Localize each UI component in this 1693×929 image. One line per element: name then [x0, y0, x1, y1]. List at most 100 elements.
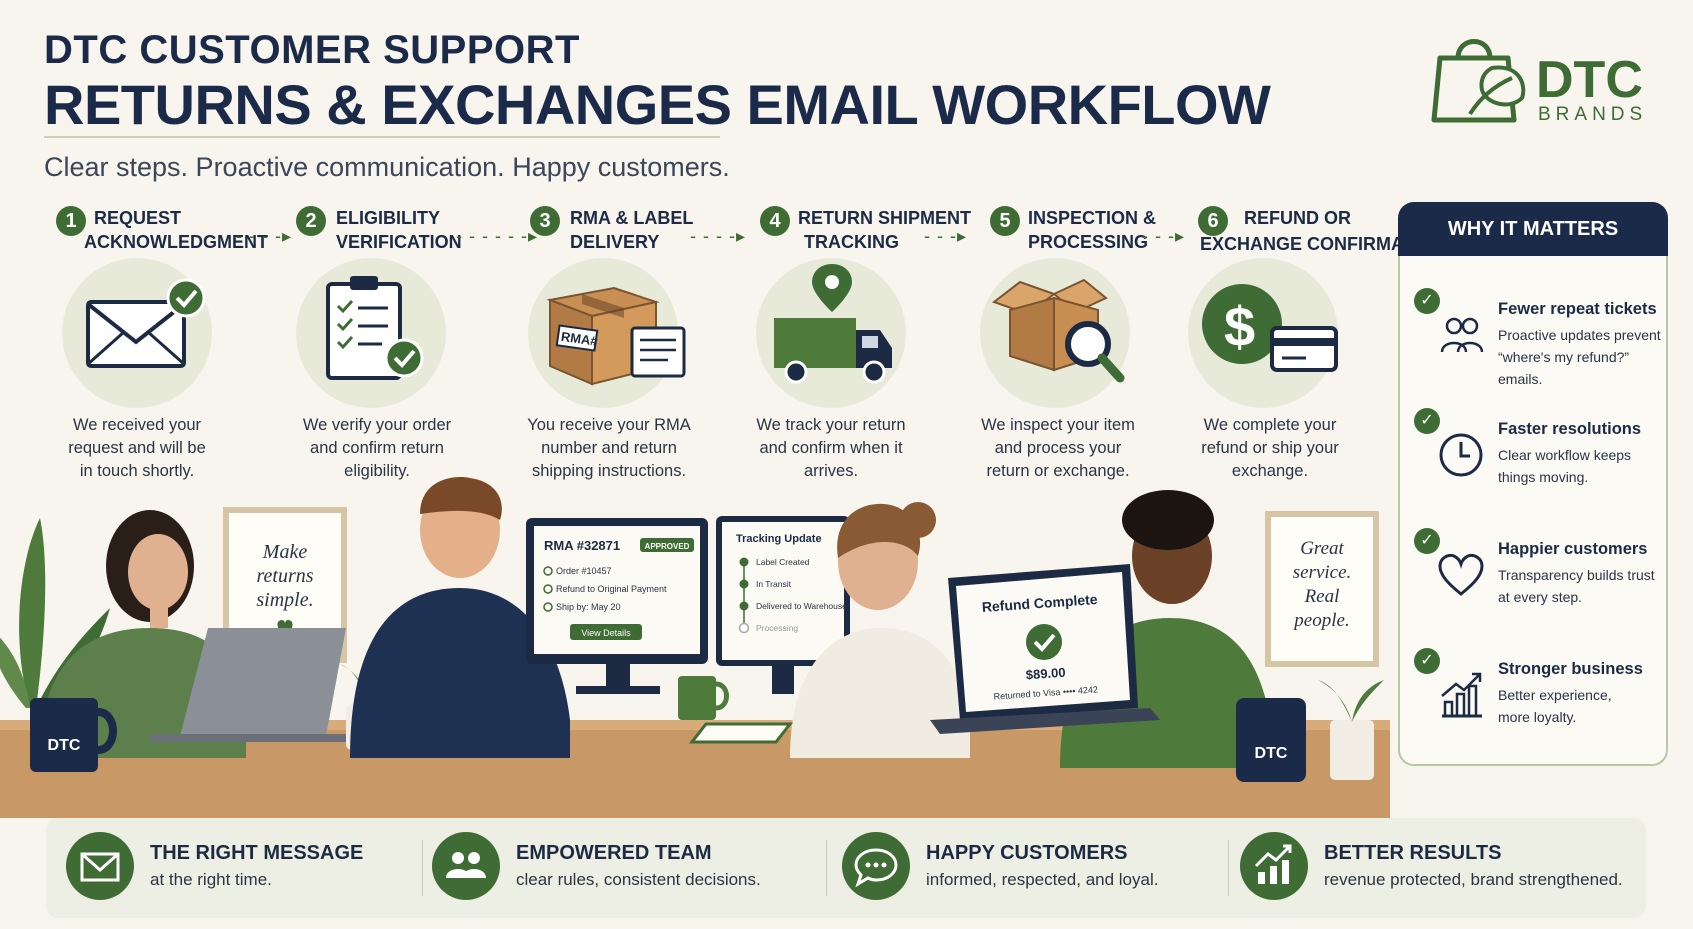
- summary-title: HAPPY CUSTOMERS: [926, 842, 1128, 864]
- check-icon: ✓: [1414, 528, 1440, 554]
- why-item-desc: Transparency builds trust at every step.: [1498, 564, 1668, 608]
- summary-desc: clear rules, consistent decisions.: [516, 870, 761, 889]
- summary-title: EMPOWERED TEAM: [516, 842, 712, 864]
- step-4-description: We track your return and confirm when it…: [731, 414, 931, 483]
- monitor-tracking: Tracking Update Label Created In Transit…: [716, 516, 850, 694]
- flow-arrow: - - - -▸: [690, 226, 747, 246]
- step-6-header: 6 REFUND OR EXCHANGE CONFIRMATION: [1198, 204, 1446, 260]
- step-3-header: 3 RMA & LABEL DELIVERY: [530, 204, 693, 260]
- tracking-step: Delivered to Warehouse: [756, 601, 847, 611]
- bottom-summary-strip: THE RIGHT MESSAGE at the right time. EMP…: [46, 818, 1646, 918]
- step-title-line1: REFUND OR: [1244, 208, 1351, 228]
- why-item-stronger-business: ✓ Stronger business Better experience, m…: [1414, 648, 1664, 738]
- why-item-desc: Clear workflow keeps things moving.: [1498, 444, 1668, 488]
- box-magnifier-icon: [991, 278, 1125, 383]
- desc-line: Proactive updates prevent: [1498, 327, 1661, 343]
- dollar-card-icon: $: [1202, 284, 1338, 372]
- office-scene-illustration: Make returns simple. Great service. Real…: [0, 477, 1390, 818]
- poster-text-line: people.: [1292, 610, 1349, 631]
- step-title-line2: VERIFICATION: [336, 232, 462, 252]
- rma-order-line: Order #10457: [556, 566, 612, 576]
- desc-line: things moving.: [1498, 469, 1589, 485]
- why-panel-title: WHY IT MATTERS: [1398, 202, 1668, 256]
- step-5-description: We inspect your item and process your re…: [958, 414, 1158, 483]
- svg-text:$: $: [1224, 295, 1255, 358]
- desc-line: We inspect your item: [981, 416, 1135, 434]
- step-title-line2: TRACKING: [804, 232, 899, 252]
- clipboard-check-icon: [326, 276, 424, 380]
- desc-line: We complete your: [1203, 416, 1337, 434]
- plant-right: [1318, 680, 1384, 780]
- desc-line: number and return: [541, 439, 677, 457]
- step-5-header: 5 INSPECTION & PROCESSING: [990, 204, 1156, 260]
- flow-arrow: - - -▸: [1142, 226, 1186, 246]
- step-6-icon-circle: $: [1188, 258, 1338, 408]
- step-1-description: We received your request and will be in …: [37, 414, 237, 483]
- chat-bubble-icon: [842, 832, 910, 900]
- summary-desc: informed, respected, and loyal.: [926, 870, 1159, 889]
- tracking-step: Label Created: [756, 557, 810, 567]
- step-title-line1: REQUEST: [94, 208, 182, 228]
- desc-line: We track your return: [756, 416, 906, 434]
- desc-line: We received your: [72, 416, 202, 434]
- clock-icon: [1439, 433, 1483, 477]
- mug-label: DTC: [48, 737, 81, 754]
- step-2-icon-circle: [296, 258, 446, 408]
- summary-better-results: BETTER RESULTS revenue protected, brand …: [1220, 818, 1640, 918]
- growth-chart-icon: [1441, 672, 1482, 718]
- why-item-title: Fewer repeat tickets: [1498, 300, 1657, 318]
- envelope-icon: [66, 832, 134, 900]
- monitor-rma: RMA #32871 APPROVED Order #10457 Refund …: [526, 518, 708, 694]
- divider: [1228, 840, 1229, 896]
- why-it-matters-panel: WHY IT MATTERS ✓ Fewer repeat tickets Pr…: [1398, 202, 1668, 766]
- desc-line: We verify your order: [302, 416, 452, 434]
- summary-right-message: THE RIGHT MESSAGE at the right time.: [46, 818, 406, 918]
- summary-title: BETTER RESULTS: [1324, 842, 1502, 864]
- desc-line: request and will be: [68, 439, 206, 457]
- step-2-description: We verify your order and confirm return …: [277, 414, 477, 483]
- step-title-line1: ELIGIBILITY: [336, 208, 441, 228]
- header-divider: [44, 136, 720, 138]
- check-icon: ✓: [1414, 288, 1440, 314]
- laptop: [180, 628, 346, 736]
- step-5-icon-circle: [980, 258, 1130, 408]
- step-3-description: You receive your RMA number and return s…: [509, 414, 709, 483]
- tracking-title: Tracking Update: [736, 533, 822, 545]
- check-icon: ✓: [1414, 648, 1440, 674]
- flow-arrow: - - - - - -▸: [456, 226, 539, 246]
- why-item-fewer-tickets: ✓ Fewer repeat tickets Proactive updates…: [1414, 288, 1664, 387]
- step-title-line2: EXCHANGE CONFIRMATION: [1200, 234, 1446, 254]
- tracking-step: In Transit: [756, 579, 792, 589]
- why-item-desc: Better experience, more loyalty.: [1498, 684, 1668, 728]
- step-title-line2: PROCESSING: [1028, 232, 1149, 252]
- summary-title: THE RIGHT MESSAGE: [150, 842, 364, 864]
- rma-refund-line: Refund to Original Payment: [556, 584, 667, 594]
- step-title-line1: INSPECTION &: [1028, 208, 1157, 228]
- why-item-title: Faster resolutions: [1498, 420, 1642, 438]
- step-number-badge: 4: [760, 206, 790, 236]
- envelope-check-icon: [86, 278, 206, 368]
- step-1-header: 1 REQUEST ACKNOWLEDGMENT: [56, 204, 268, 260]
- desc-line: shipping instructions.: [531, 462, 687, 480]
- step-2-header: 2 ELIGIBILITY VERIFICATION: [296, 204, 466, 260]
- divider: [422, 840, 423, 896]
- poster-text-line: returns: [256, 565, 313, 587]
- agent-person-3: [790, 502, 970, 758]
- step-1-icon-circle: [62, 258, 212, 408]
- desc-line: You receive your RMA: [527, 416, 691, 434]
- heart-icon: [1438, 554, 1484, 596]
- desc-line: in touch shortly.: [79, 462, 195, 480]
- people-icon: [1440, 317, 1484, 353]
- step-title-line2: DELIVERY: [570, 232, 660, 252]
- desc-line: and confirm return: [310, 439, 444, 457]
- step-4-header: 4 RETURN SHIPMENT TRACKING: [760, 204, 971, 260]
- step-title-line2: ACKNOWLEDGMENT: [84, 232, 268, 252]
- mug-label: DTC: [1255, 745, 1288, 762]
- desc-line: eligibility.: [344, 462, 410, 480]
- why-item-faster-resolutions: ✓ Faster resolutions Clear workflow keep…: [1414, 408, 1664, 498]
- tagline: Clear steps. Proactive communication. Ha…: [44, 152, 730, 182]
- desc-line: Transparency builds trust: [1498, 567, 1655, 583]
- rma-number: RMA #32871: [544, 538, 620, 553]
- approved-badge: APPROVED: [645, 542, 690, 551]
- logo-wordmark: DTC: [1536, 51, 1643, 109]
